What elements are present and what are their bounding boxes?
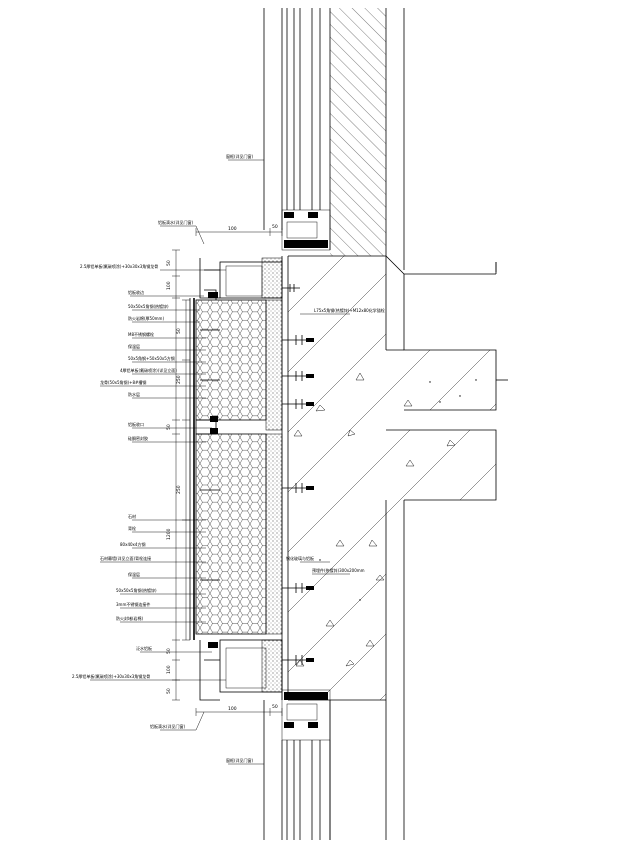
label-left-11: 硅酮密封胶 xyxy=(128,435,148,441)
dim-v6: 250 xyxy=(176,485,182,494)
concrete-slab xyxy=(288,255,508,840)
dim-v2: 100 xyxy=(166,281,172,290)
dim-v8: 50 xyxy=(166,648,172,654)
label-left-16: 80x40x4方钢 xyxy=(120,541,145,547)
dim-top-width: 100 xyxy=(228,226,237,232)
label-left-5: M8不锈钢螺栓 xyxy=(128,331,154,337)
dim-v7: 1200 xyxy=(166,528,172,540)
label-left-1: 2.5厚铝单板(氟碳喷涂)+30x30x3角钢龙骨 xyxy=(80,263,158,269)
label-left-3b: 50x50x5角钢(热镀锌) xyxy=(116,587,157,593)
label-left-14: 龙骨(50x5角钢)+8#槽钢 xyxy=(100,379,146,385)
label-left-10: 铝板收口 xyxy=(128,421,144,427)
dim-v9: 100 xyxy=(166,665,172,674)
insulation-system xyxy=(189,256,289,701)
label-left-6b: 保温层 xyxy=(128,571,140,577)
dim-bottom-width: 100 xyxy=(228,706,237,712)
lower-window-frame xyxy=(263,689,331,840)
label-left-17: 3mm不锈钢连接件 xyxy=(116,601,150,607)
label-left-18: 防火封堵(岩棉) xyxy=(116,615,144,621)
dim-v4: 250 xyxy=(176,375,182,384)
label-window-bottom: 窗框(详见门窗) xyxy=(226,757,254,763)
label-right-3: 预埋件(热镀锌)300x200mm xyxy=(312,567,365,573)
upper-wall-hatch xyxy=(330,8,405,270)
dim-bottom-small: 50 xyxy=(272,704,278,710)
label-left-3: 50x50x5角钢(热镀锌) xyxy=(128,303,169,309)
dim-v10: 50 xyxy=(166,688,172,694)
label-drip-top: 铝板滴水(详见门窗) xyxy=(158,219,194,225)
lower-wall xyxy=(329,700,387,840)
dimension-lines xyxy=(172,228,283,716)
label-left-12: 石材 xyxy=(128,513,136,519)
dim-top-small: 50 xyxy=(272,224,278,230)
label-window-top: 窗框(详见门窗) xyxy=(226,153,254,159)
label-left-20: 2.5厚铝单板(氟碳喷涂)+30x30x3角钢龙骨 xyxy=(72,673,150,679)
anchor-bolts xyxy=(200,284,314,665)
label-left-6: 保温层 xyxy=(128,343,140,349)
dim-v1: 50 xyxy=(166,260,172,266)
label-right-2: 钢化玻璃与铝板 xyxy=(286,555,314,561)
label-left-2: 铝板收边 xyxy=(128,289,144,295)
label-left-13: 背栓 xyxy=(128,525,136,531)
label-left-4: 防火岩棉(厚50mm) xyxy=(128,315,164,321)
label-drip-bottom: 铝板滴水(详见门窗) xyxy=(150,723,186,729)
label-left-19: 泛水铝板 xyxy=(136,645,152,651)
leader-lines xyxy=(90,159,350,765)
dim-v3: 50 xyxy=(176,328,182,334)
label-left-7: 50x5角钢+50x50x5方钢 xyxy=(128,355,175,361)
label-left-8: 4厚铝单板(氟碳喷涂)(详见立面) xyxy=(120,367,177,373)
upper-window-frame xyxy=(263,8,331,251)
label-left-15: 石材幕墙(详见立面)背栓连接 xyxy=(100,555,151,561)
label-left-9: 防水层 xyxy=(128,391,140,397)
dim-v5: 50 xyxy=(166,424,172,430)
label-right-1: L75x5角钢(热镀锌)+M12x80化学锚栓 xyxy=(314,307,385,313)
